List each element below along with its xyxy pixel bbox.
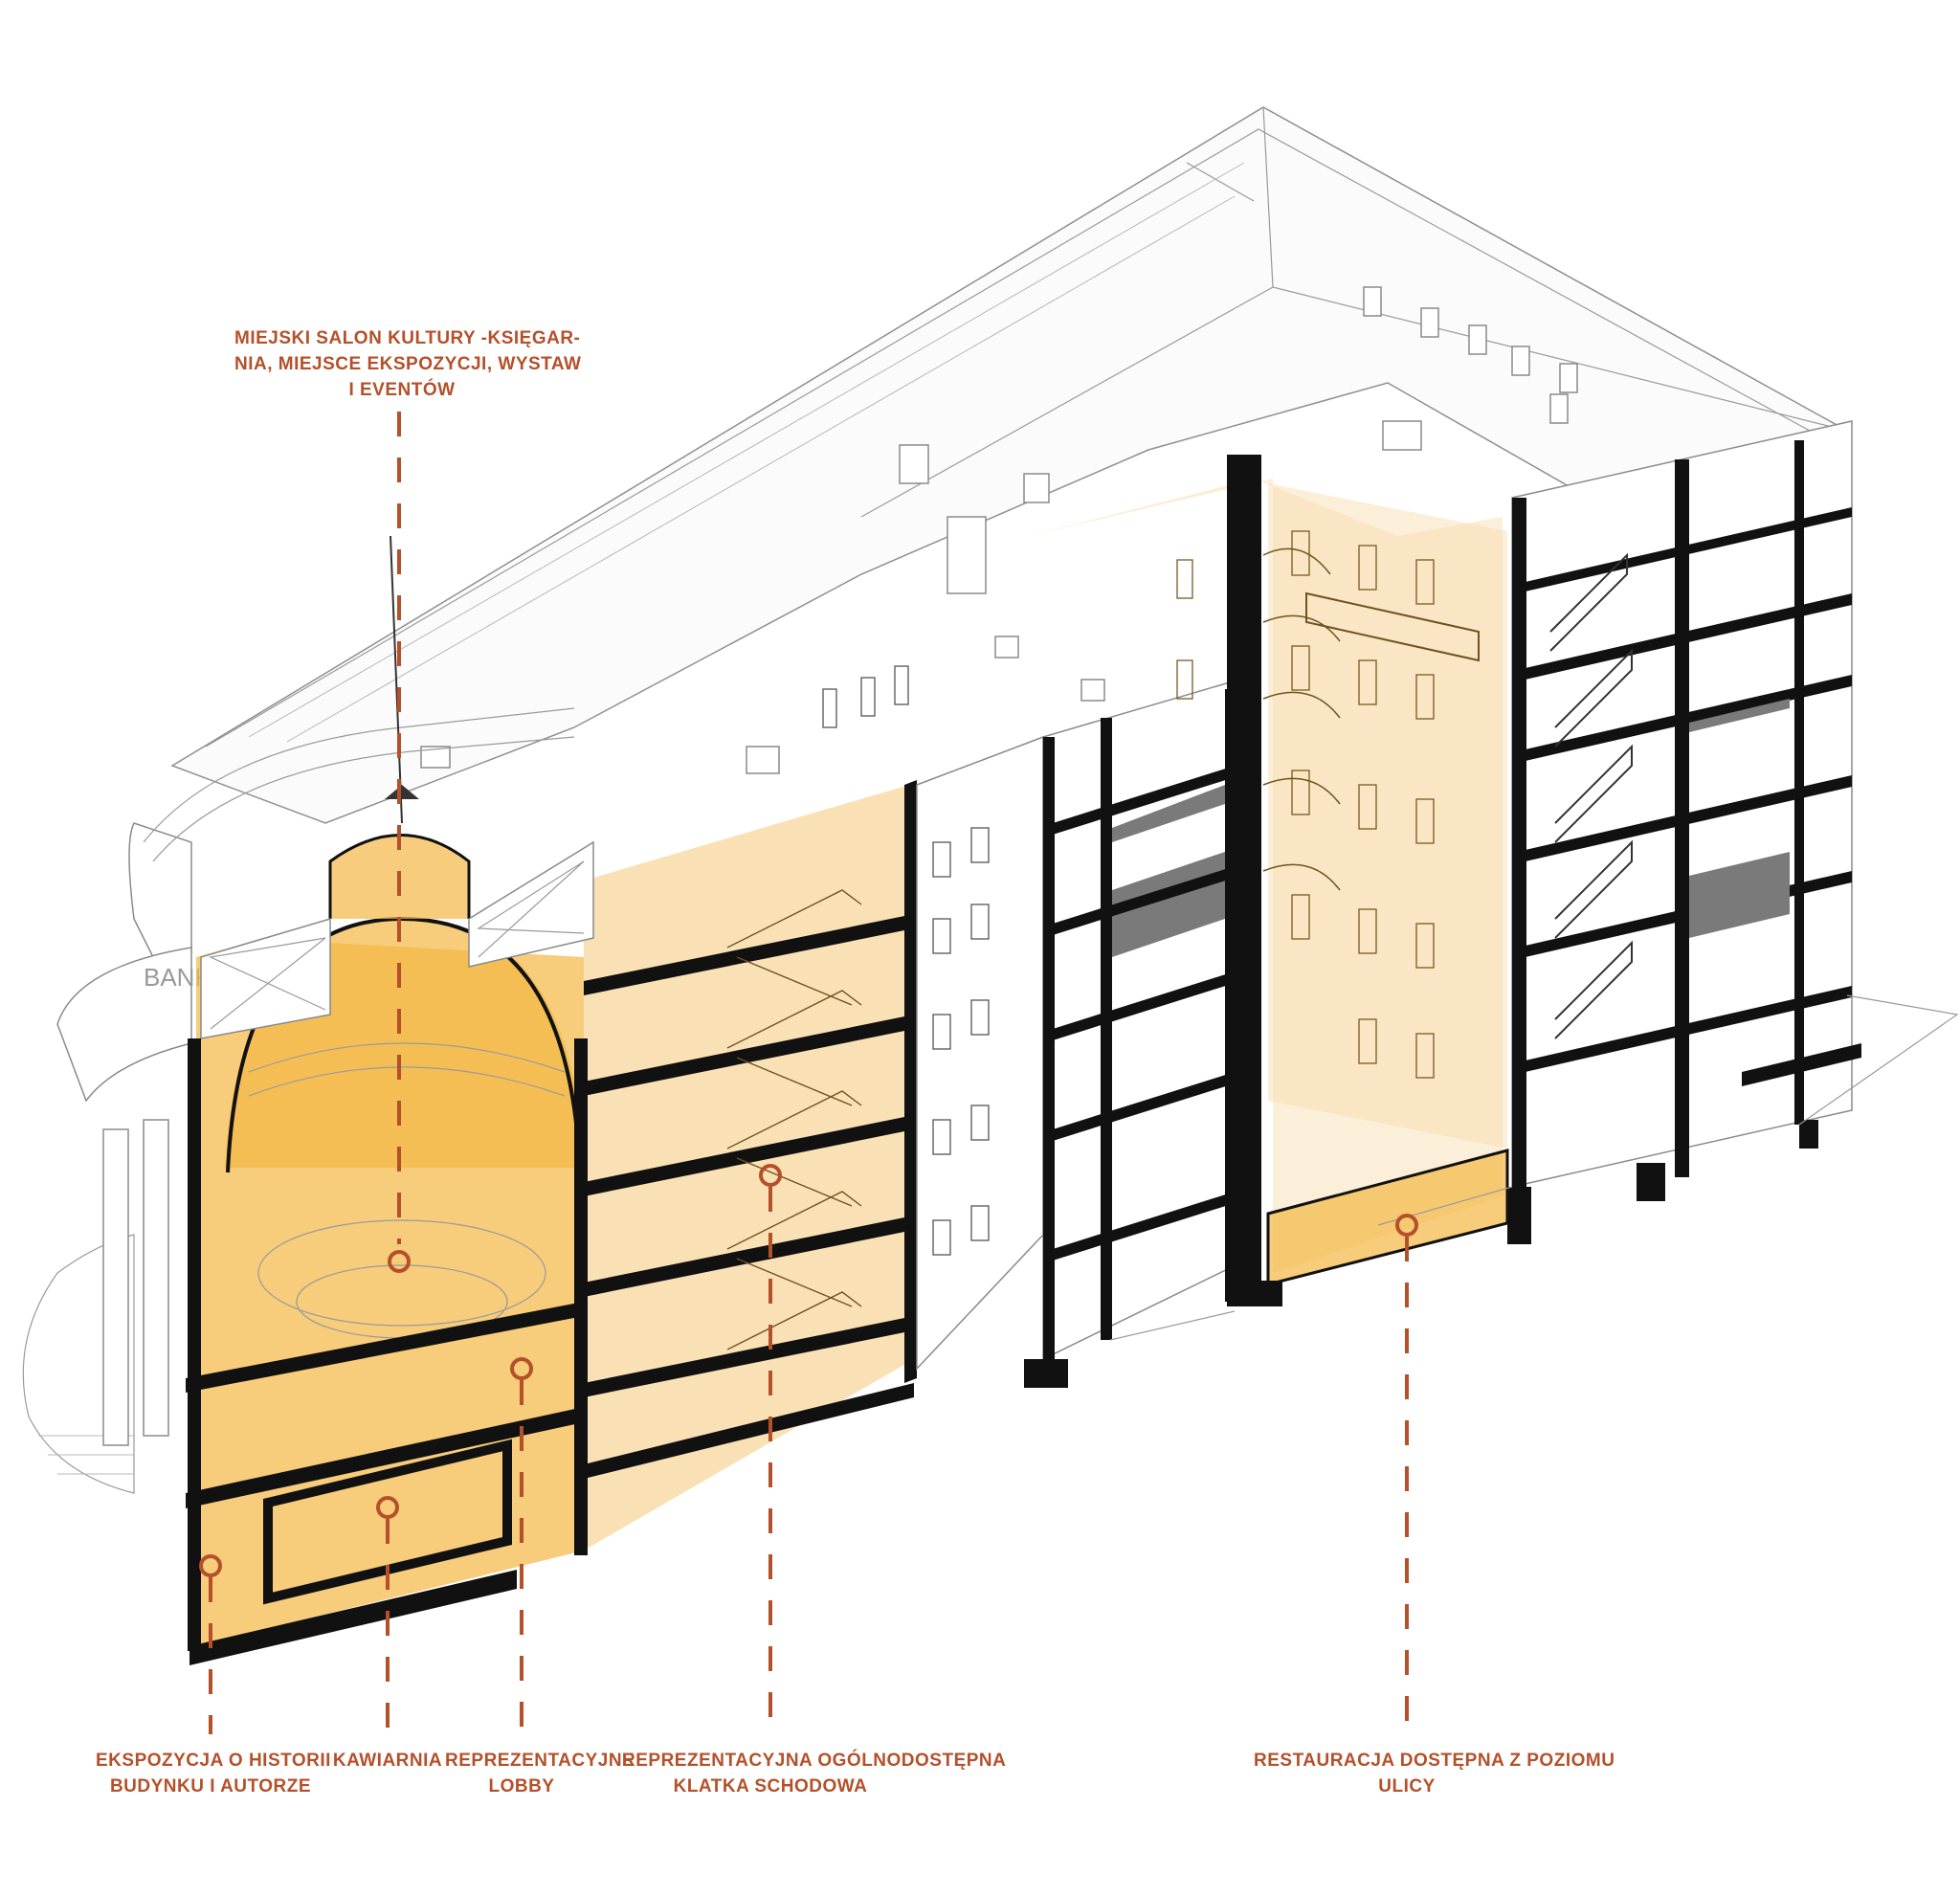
label-cafe: KAWIARNIA <box>330 1748 445 1774</box>
annotation-leaders <box>199 412 1418 1734</box>
corner-rotunda: BANK <box>22 707 575 1494</box>
building-roof <box>170 106 1850 824</box>
label-staircase-line1: REPREZENTACYJNA OGÓLNODOSTĘPNA <box>622 1751 1007 1771</box>
marker-cafe <box>376 1496 399 1519</box>
label-lobby-line1: REPREZENTACYJNE <box>445 1751 635 1771</box>
label-lobby: REPREZENTACYJNE LOBBY <box>445 1748 635 1799</box>
label-staircase: REPREZENTACYJNA OGÓLNODOSTĘPNA KLATKA SC… <box>622 1748 1007 1799</box>
marker-staircase <box>759 1164 782 1187</box>
label-restaurant-line1: RESTAURACJA DOSTĘPNA Z POZIOMU <box>1254 1751 1615 1771</box>
label-cultural-salon: MIEJSKI SALON KULTURY -KSIĘGAR- NIA, MIE… <box>234 325 582 403</box>
label-history-line2: BUDYNKU I AUTORZE <box>109 1776 312 1797</box>
marker-top <box>388 1250 411 1273</box>
label-staircase-line2: KLATKA SCHODOWA <box>673 1776 868 1797</box>
label-restaurant: RESTAURACJA DOSTĘPNA Z POZIOMU ULICY <box>1254 1748 1615 1799</box>
section-dome-wing <box>186 535 1044 1665</box>
label-cultural-salon-line2: NIA, MIEJSCE EKSPOZYCJI, WYSTAW <box>234 354 582 374</box>
marker-history <box>199 1554 222 1577</box>
section-middle-block <box>822 665 1240 1388</box>
label-lobby-line2: LOBBY <box>488 1776 555 1797</box>
label-cultural-salon-line3: I EVENTÓW <box>348 380 456 400</box>
label-cultural-salon-line1: MIEJSKI SALON KULTURY -KSIĘGAR- <box>234 328 581 348</box>
label-history-exhibition: EKSPOZYCJA O HISTORII BUDYNKU I AUTORZE <box>96 1748 331 1799</box>
facade-windows <box>822 665 990 1256</box>
label-cafe-line1: KAWIARNIA <box>332 1751 443 1771</box>
marker-lobby <box>510 1357 533 1380</box>
marker-restaurant <box>1395 1214 1418 1237</box>
section-courtyard <box>1029 455 1509 1306</box>
label-restaurant-line2: ULICY <box>1378 1776 1436 1797</box>
label-history-line1: EKSPOZYCJA O HISTORII <box>96 1751 331 1771</box>
section-right-wing <box>1109 420 1959 1341</box>
